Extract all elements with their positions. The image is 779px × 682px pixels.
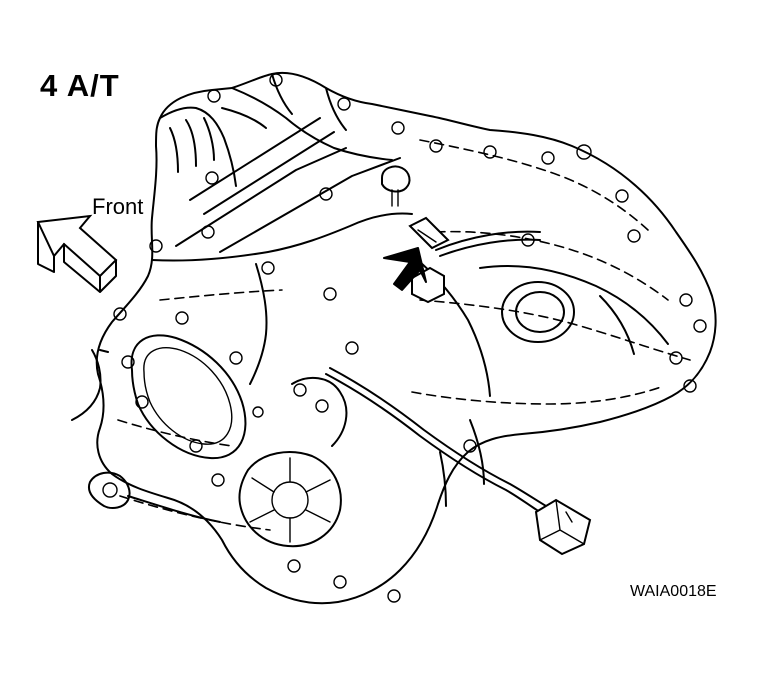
center-body-edge	[151, 212, 413, 385]
output-bore-inner	[515, 291, 565, 333]
side-cover-ribs	[249, 457, 331, 543]
bolt-bosses	[113, 73, 707, 603]
diagonal-rib-3	[175, 147, 347, 247]
front-arrow-depth	[37, 221, 117, 293]
sensor-tab-detail	[417, 229, 437, 243]
diagram-title: 4 A/T	[40, 68, 120, 103]
figure-code: WAIA0018E	[630, 583, 717, 600]
converter-bore-outer	[130, 334, 247, 460]
upper-left-casing	[159, 106, 267, 187]
wire-harness	[325, 373, 541, 513]
output-bore-outer	[501, 281, 575, 343]
diagonal-rib-4	[219, 157, 401, 253]
breather-stem	[391, 189, 399, 207]
left-dipstick-tube	[71, 349, 109, 421]
sensor-plug	[411, 266, 445, 304]
top-right-dashed	[419, 139, 649, 231]
side-cover-outline	[238, 376, 348, 548]
converter-bore-inner	[143, 347, 233, 445]
wire-harness-up	[435, 230, 541, 257]
housing-outline	[95, 72, 717, 605]
left-body-dashed-1	[159, 289, 283, 301]
location-arrow-shape	[383, 247, 427, 291]
wire-harness-2	[329, 367, 547, 507]
diagonal-rib-1	[189, 117, 321, 201]
sensor-tab	[408, 216, 450, 250]
front-label: Front	[92, 194, 144, 219]
bracket-bolt	[102, 482, 118, 498]
breather-cap	[381, 165, 411, 193]
front-arrow-body	[36, 214, 118, 278]
diagonal-rib-2	[203, 131, 335, 215]
right-body-dashed-3	[411, 385, 665, 405]
lower-left-bracket	[88, 471, 221, 523]
right-body-dashed-2	[419, 299, 691, 361]
top-ridge	[231, 73, 393, 161]
right-body-dashed-1	[435, 230, 669, 301]
wire-connector-detail	[539, 499, 585, 545]
